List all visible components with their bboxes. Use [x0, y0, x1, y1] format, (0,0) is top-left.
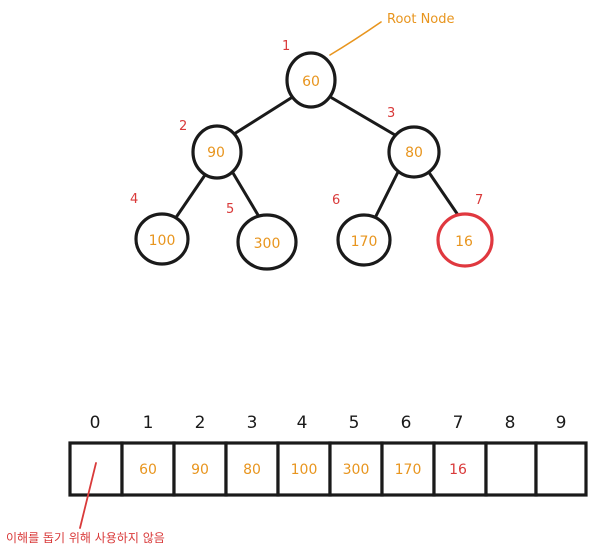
node-index-label: 4 [130, 192, 138, 207]
array-index-labels: 0 1 2 3 4 5 6 7 8 9 [90, 413, 567, 433]
edge-2-5 [231, 171, 260, 217]
edge-3-6 [374, 170, 400, 218]
edge-1-3 [330, 96, 397, 137]
root-annotation-pointer [329, 21, 382, 56]
array-cell [120, 441, 176, 497]
edge-3-7 [428, 172, 460, 217]
node-circle [134, 212, 190, 266]
edge-1-2 [232, 96, 293, 136]
node-circle [236, 213, 298, 271]
array-index-label: 6 [401, 413, 412, 433]
array-cells [68, 441, 588, 497]
array-index-label: 7 [453, 413, 464, 433]
array-index-label: 2 [195, 413, 206, 433]
node-value-label: 16 [455, 234, 473, 250]
array-cell-value: 170 [395, 462, 422, 478]
array-index-label: 8 [505, 413, 516, 433]
root-annotation-label: Root Node [387, 12, 455, 27]
tree-node: 5 300 [226, 202, 298, 271]
array-index-label: 3 [247, 413, 258, 433]
node-circle [191, 124, 243, 180]
array-index-label: 9 [556, 413, 567, 433]
array-index-label: 5 [349, 413, 360, 433]
array-cell-value: 300 [343, 462, 370, 478]
array-cell [328, 441, 384, 497]
node-index-label: 5 [226, 202, 234, 217]
array-cell-value-highlighted: 16 [449, 462, 467, 478]
tree-node: 1 60 [282, 39, 337, 109]
unused-note-pointer [79, 462, 97, 529]
array-index-label: 1 [143, 413, 154, 433]
array-cell-value: 60 [139, 462, 157, 478]
edge-2-4 [175, 173, 207, 218]
array-cell [432, 441, 488, 497]
tree-node: 6 170 [332, 193, 392, 267]
array-cell [534, 441, 588, 497]
array-cell-value: 90 [191, 462, 209, 478]
node-circle [387, 125, 441, 179]
node-value-label: 80 [405, 145, 423, 161]
node-circle [436, 212, 494, 268]
node-index-label: 3 [387, 106, 395, 121]
array-cell-value: 100 [291, 462, 318, 478]
node-circle [285, 51, 337, 109]
array-cell-unused [68, 441, 124, 497]
root-annotation: Root Node [329, 12, 455, 56]
array-index-label: 0 [90, 413, 101, 433]
node-value-label: 100 [149, 233, 176, 249]
node-index-label: 1 [282, 39, 290, 54]
heap-array: 0 1 2 3 4 5 6 7 8 9 [6, 413, 588, 545]
array-cell [484, 441, 538, 497]
node-value-label: 170 [351, 234, 378, 250]
array-cell [224, 441, 280, 497]
node-index-label: 2 [179, 119, 187, 134]
tree-edges [175, 96, 460, 218]
node-index-label: 7 [475, 193, 483, 208]
array-cell-value: 80 [243, 462, 261, 478]
tree-node: 2 90 [179, 119, 243, 180]
node-circle [336, 213, 392, 267]
array-index-label: 4 [297, 413, 308, 433]
tree-nodes: 1 60 2 90 3 80 4 100 [130, 39, 494, 271]
array-cell-values: 60 90 80 100 300 170 16 [139, 462, 467, 478]
unused-note-label: 이해를 돕기 위해 사용하지 않음 [6, 531, 165, 545]
tree-node: 4 100 [130, 192, 190, 266]
tree-node-highlighted: 7 16 [436, 193, 494, 268]
array-cell [276, 441, 332, 497]
node-value-label: 90 [207, 145, 225, 161]
node-value-label: 300 [254, 236, 281, 252]
node-index-label: 6 [332, 193, 340, 208]
array-cell [380, 441, 436, 497]
node-value-label: 60 [302, 74, 320, 90]
tree-node: 3 80 [387, 106, 441, 179]
